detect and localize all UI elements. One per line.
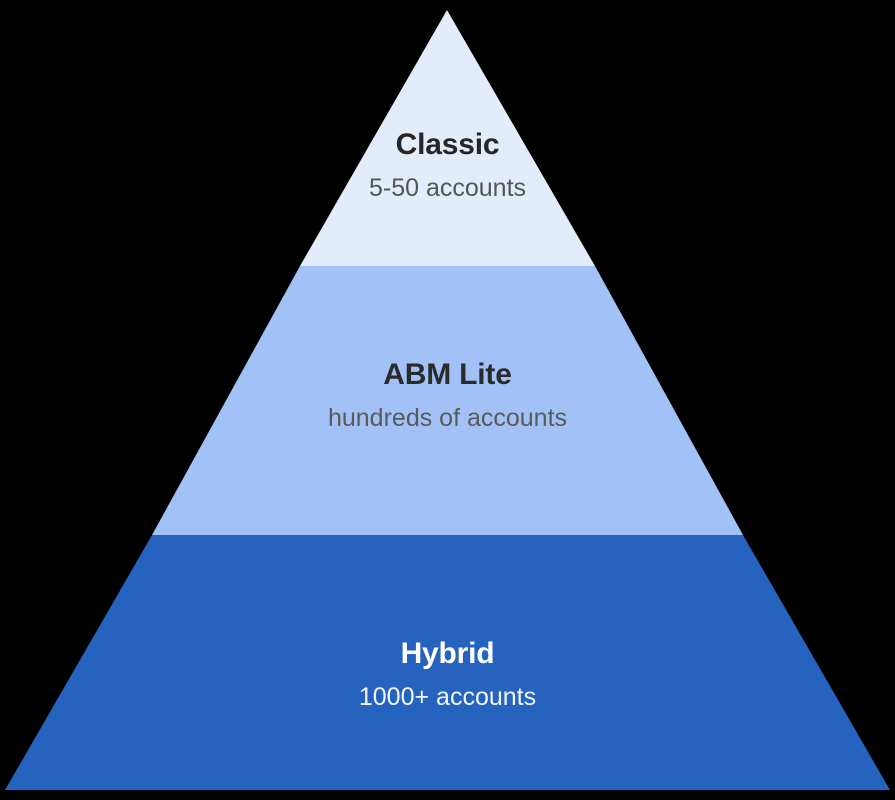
tier-abm-lite-title: ABM Lite	[383, 358, 512, 391]
pyramid-tier-abm-lite-shape[interactable]	[152, 266, 743, 535]
tier-hybrid-subtitle: 1000+ accounts	[358, 683, 537, 711]
pyramid-tier-hybrid-label[interactable]: Hybrid 1000+ accounts	[0, 637, 895, 712]
tier-abm-lite-subtitle: hundreds of accounts	[327, 404, 568, 432]
tier-classic-subtitle: 5-50 accounts	[368, 174, 527, 202]
tier-hybrid-title: Hybrid	[400, 637, 495, 670]
pyramid-tier-abm-lite-label[interactable]: ABM Lite hundreds of accounts	[0, 358, 895, 433]
pyramid-tier-hybrid-shape[interactable]	[5, 535, 890, 790]
pyramid-tier-classic-label[interactable]: Classic 5-50 accounts	[0, 128, 895, 203]
tier-classic-title: Classic	[395, 128, 500, 161]
pyramid-tier-classic-shape[interactable]	[300, 10, 595, 266]
